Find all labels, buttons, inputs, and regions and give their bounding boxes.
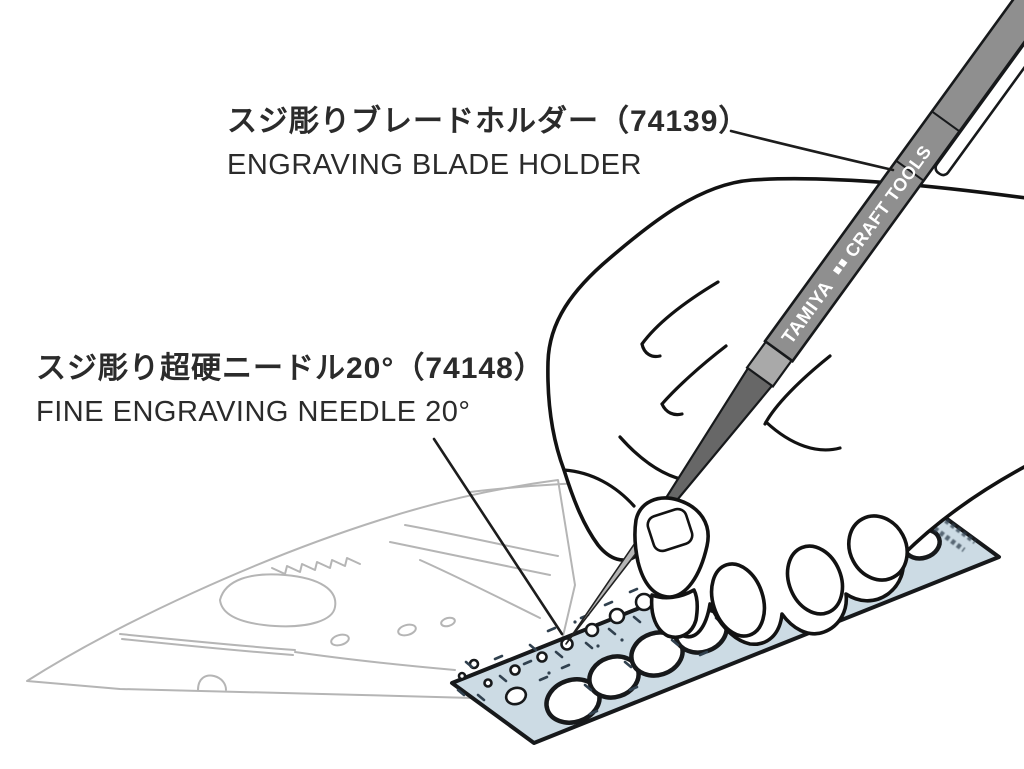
hand-thumb-crease bbox=[562, 468, 636, 508]
tamiya-twin-star-logo bbox=[832, 265, 843, 275]
gripping-fingers bbox=[633, 496, 909, 639]
callout-fine-needle: スジ彫り超硬ニードル20°（74148） FINE ENGRAVING NEED… bbox=[36, 347, 545, 433]
template-dot bbox=[596, 644, 600, 648]
callout-fine-needle-en: FINE ENGRAVING NEEDLE 20° bbox=[36, 396, 471, 428]
callout-blade-holder: スジ彫りブレードホルダー（74139） ENGRAVING BLADE HOLD… bbox=[227, 100, 749, 186]
index-fingernail bbox=[646, 507, 694, 553]
model-part-oval-1 bbox=[330, 633, 350, 647]
index-finger-press bbox=[649, 588, 700, 639]
leader-line-needle bbox=[432, 437, 564, 636]
little-fingertip bbox=[847, 514, 909, 582]
hand-knuckle-lines bbox=[618, 280, 842, 483]
template-dot bbox=[620, 638, 624, 642]
template-hole-small bbox=[504, 686, 528, 706]
pen-seam bbox=[931, 110, 961, 133]
template-hole-small bbox=[509, 664, 521, 676]
model-part-sketch bbox=[26, 479, 613, 701]
template-hole-small bbox=[536, 651, 548, 663]
ring-fingertip bbox=[785, 544, 845, 616]
template-dot bbox=[547, 671, 551, 675]
model-part-canopy bbox=[219, 573, 337, 628]
template-hole-small bbox=[608, 607, 626, 625]
template-hole-small bbox=[483, 678, 493, 688]
template-dot bbox=[573, 620, 577, 624]
callout-fine-needle-jp: スジ彫り超硬ニードル20°（74148） bbox=[36, 352, 545, 385]
model-part-notch bbox=[197, 674, 227, 691]
template-hole-small bbox=[584, 622, 600, 638]
pen-seam bbox=[895, 159, 925, 182]
leader-line-blade-holder bbox=[729, 129, 895, 172]
model-part-oval-2 bbox=[397, 623, 417, 637]
template-hole-small bbox=[457, 671, 467, 681]
tamiya-twin-star-logo bbox=[838, 258, 848, 268]
middle-fingertip bbox=[709, 562, 767, 638]
model-part-sawtooth bbox=[271, 557, 361, 575]
callout-blade-holder-en: ENGRAVING BLADE HOLDER bbox=[227, 149, 642, 181]
model-part-panel-lines bbox=[119, 481, 613, 671]
model-part-oval-3 bbox=[440, 616, 456, 628]
callout-blade-holder-jp: スジ彫りブレードホルダー（74139） bbox=[227, 105, 750, 138]
template-hole-small bbox=[634, 592, 654, 612]
